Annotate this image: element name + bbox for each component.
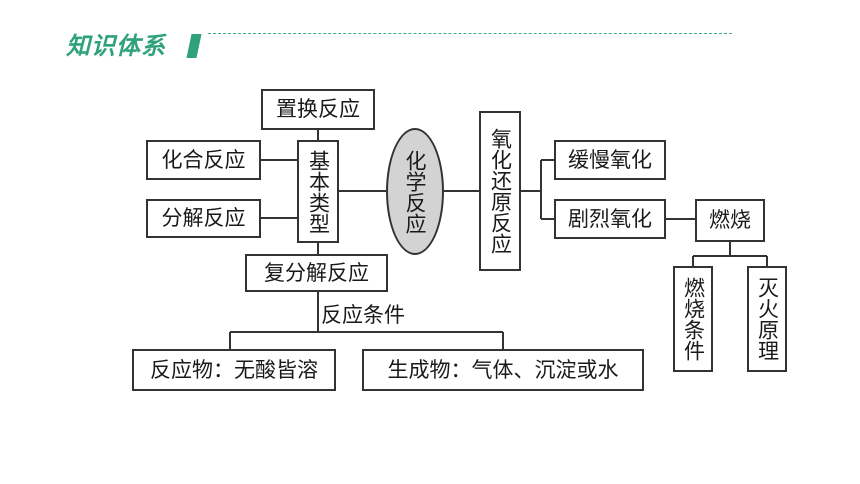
section-title: 知识体系 [66,32,166,60]
decomposition-reaction-box: 分解反应 [146,199,261,238]
redox-reaction-box: 氧化还原反应 [479,111,521,271]
products-condition-box: 生成物：气体、沉淀或水 [362,349,644,391]
slow-oxidation-box: 缓慢氧化 [554,140,666,180]
basic-types-box: 基本类型 [297,140,339,243]
displacement-reaction-box: 置换反应 [261,89,375,130]
extinguishing-principle-box: 灭火原理 [747,266,787,372]
combination-reaction-box: 化合反应 [146,140,261,180]
chemical-reaction-ellipse: 化学反应 [386,128,444,255]
combustion-box: 燃烧 [695,199,765,242]
vigorous-oxidation-box: 剧烈氧化 [554,199,666,239]
reaction-conditions-label: 反应条件 [319,303,407,327]
double-decomposition-box: 复分解反应 [245,254,388,292]
reactants-condition-box: 反应物：无酸皆溶 [132,349,336,391]
combustion-conditions-box: 燃烧条件 [673,266,713,372]
title-dashed-divider [208,33,732,34]
